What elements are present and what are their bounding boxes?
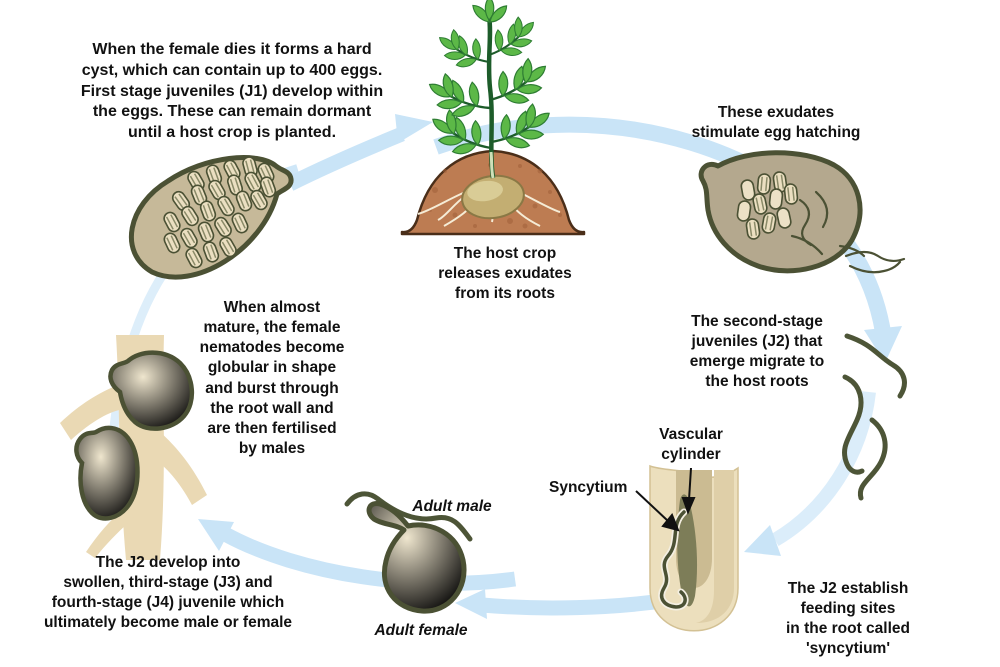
j2-in-root [658,508,689,611]
host-crop-illustration [400,0,586,236]
vascular-cylinder-label: Vascular cylinder [659,426,723,464]
j2-migration-text: The second-stage juveniles (J2) that eme… [689,313,825,391]
female-maturation-text: When almost mature, the female nematodes… [199,299,345,457]
j2-juveniles-illustration [841,333,907,501]
syncytium-shape [677,494,698,607]
label-pointer-arrows [635,467,696,532]
cyst-formation-text: When the female dies it forms a hard cys… [80,41,384,142]
emerging-juveniles [790,190,906,274]
females-on-root-illustration [60,335,207,560]
swollen-female [74,425,140,521]
adult-male-label: Adult male [412,498,492,515]
feeding-sites-text: The J2 establish feeding sites in the ro… [785,580,910,658]
host-crop-text: The host crop releases exudates from its… [438,245,572,303]
potato-tuber [461,174,525,220]
egg-hatching-text: These exudates stimulate egg hatching [691,104,861,142]
adult-female-label: Adult female [374,622,468,639]
adult-female-illustration [366,501,467,614]
j2-development-text: The J2 develop into swollen, third-stage… [43,554,293,632]
root-tip-illustration [635,464,739,632]
hatching-cyst-illustration [698,150,906,274]
syncytium-label: Syncytium [549,479,628,496]
adult-male-illustration [344,491,473,542]
swollen-female [108,350,194,431]
cyst-with-eggs-illustration [128,154,294,280]
